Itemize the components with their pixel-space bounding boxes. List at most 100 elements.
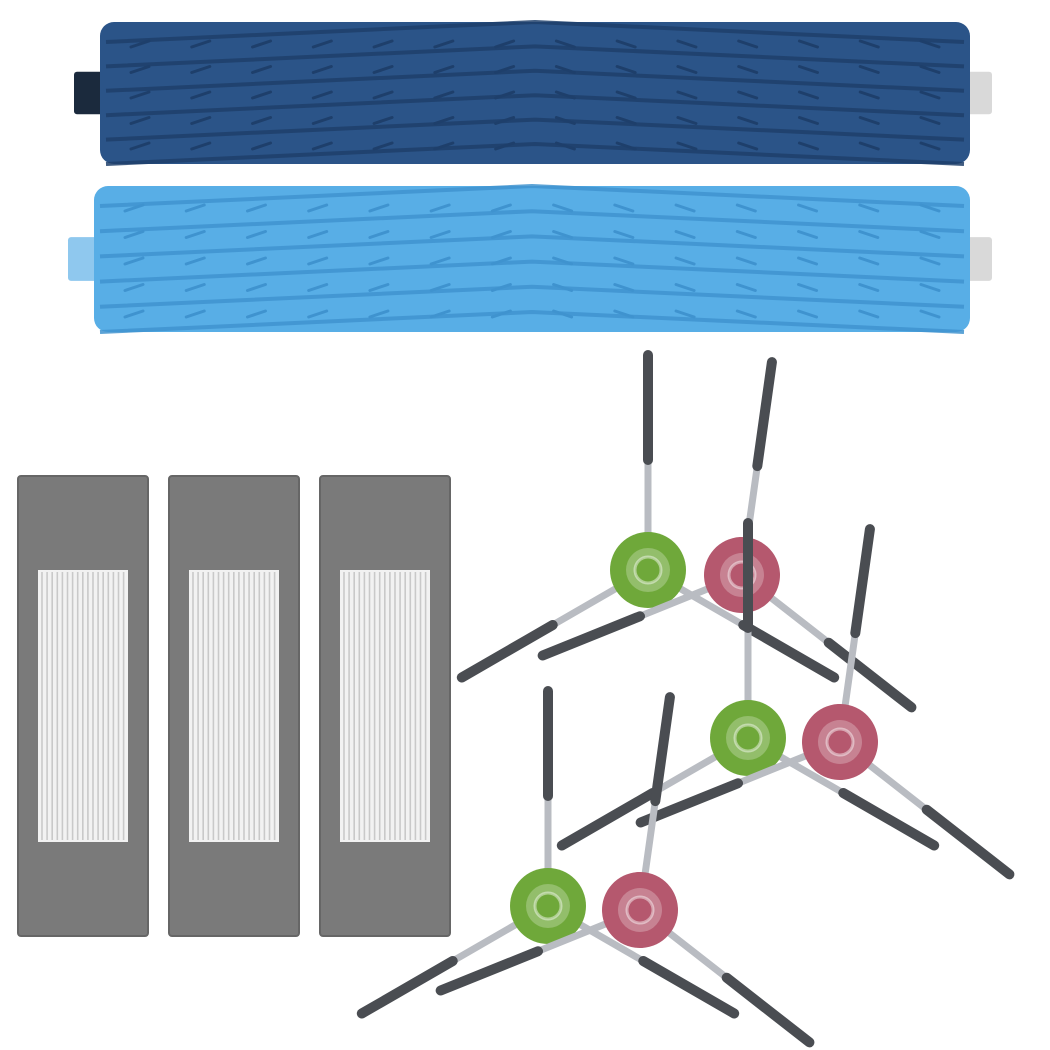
roller-ridge: [99, 309, 965, 334]
roller-slot: [554, 116, 576, 125]
roller-ridge: [99, 284, 965, 309]
roller-slot: [372, 90, 394, 100]
side-brush-green-2: [556, 518, 940, 851]
brush-bristles: [635, 778, 744, 828]
roller-end-cap: [966, 71, 992, 115]
roller-end-cap: [68, 237, 98, 281]
side-brush-group: [356, 350, 1015, 1048]
roller-slot: [919, 230, 941, 239]
brush-arm: [672, 582, 747, 629]
roller-slot: [494, 90, 516, 100]
roller-slot: [123, 256, 145, 266]
roller-slot: [735, 309, 757, 319]
roller-slot: [735, 256, 757, 266]
roller-slot: [184, 256, 206, 266]
roller-slot: [245, 256, 267, 266]
brush-bristles: [556, 788, 658, 851]
roller-slot: [368, 309, 390, 319]
roller-slot: [554, 141, 576, 151]
roller-slot: [129, 65, 151, 74]
brush-bristles: [537, 611, 646, 661]
roller-slot: [858, 116, 880, 125]
brush-hub-center: [625, 895, 655, 925]
hepa-filter-2: [168, 475, 300, 937]
brush-hub-center: [825, 727, 855, 757]
roller-slot: [919, 90, 941, 100]
roller-slot: [490, 283, 512, 292]
roller-slot: [737, 141, 759, 151]
roller-slot: [858, 309, 880, 319]
brush-bristles: [638, 956, 740, 1019]
roller-slot: [368, 283, 390, 292]
roller-slot: [311, 39, 333, 49]
roller-slot: [676, 39, 698, 49]
roller-slot: [797, 90, 819, 100]
roller-slot: [858, 141, 880, 151]
roller-slot: [372, 141, 394, 151]
roller-slot: [735, 203, 757, 213]
roller-slot: [129, 116, 151, 125]
roller-slot: [615, 116, 637, 125]
roller-slot: [433, 39, 455, 49]
roller-ridge: [105, 93, 965, 118]
roller-slot: [919, 283, 941, 292]
roller-slot: [307, 203, 329, 213]
roller-slot: [123, 203, 145, 213]
roller-slot: [674, 230, 696, 239]
roller-slot: [797, 116, 819, 125]
brush-hub-center: [733, 723, 763, 753]
roller-slot: [251, 65, 273, 74]
brush-arm: [640, 797, 659, 882]
roller-slot: [735, 230, 757, 239]
roller-slot: [307, 309, 329, 319]
roller-slot: [251, 116, 273, 125]
brush-bristles: [850, 524, 875, 639]
brush-bristles: [356, 956, 458, 1019]
roller-slot: [613, 230, 635, 239]
roller-slot: [429, 230, 451, 239]
roller-slot: [307, 283, 329, 292]
roller-slot: [245, 309, 267, 319]
roller-ridge: [99, 209, 965, 234]
roller-slot: [676, 90, 698, 100]
roller-slot: [372, 39, 394, 49]
roller-ridge: [105, 19, 965, 44]
roller-slot: [797, 283, 819, 292]
roller-slot: [494, 116, 516, 125]
brush-bristles: [752, 357, 777, 472]
roller-ridge: [105, 141, 965, 166]
roller-end-cap: [74, 71, 104, 115]
roller-slot: [490, 256, 512, 266]
roller-slot: [797, 256, 819, 266]
roller-slot: [737, 39, 759, 49]
roller-slot: [129, 141, 151, 151]
roller-slot: [490, 309, 512, 319]
side-brush-green-3: [356, 686, 740, 1019]
roller-slot: [372, 116, 394, 125]
roller-slot: [490, 203, 512, 213]
roller-slot: [735, 283, 757, 292]
roller-slot: [676, 116, 698, 125]
roller-slot: [615, 90, 637, 100]
roller-slot: [251, 39, 273, 49]
roller-slot: [368, 230, 390, 239]
roller-ridge: [99, 234, 965, 259]
roller-slot: [552, 309, 574, 319]
roller-slot: [429, 256, 451, 266]
brush-bristles: [435, 946, 544, 996]
roller-slot: [858, 203, 880, 213]
roller-slot: [797, 141, 819, 151]
brush-arm: [549, 582, 624, 629]
roller-slot: [433, 65, 455, 74]
roller-slot: [919, 256, 941, 266]
roller-slot: [797, 203, 819, 213]
roller-slot: [919, 203, 941, 213]
roller-slot: [368, 256, 390, 266]
roller-slot: [190, 65, 212, 74]
roller-slot: [251, 90, 273, 100]
roller-slot: [676, 141, 698, 151]
roller-slot: [184, 230, 206, 239]
roller-slot: [190, 141, 212, 151]
roller-slot: [433, 116, 455, 125]
